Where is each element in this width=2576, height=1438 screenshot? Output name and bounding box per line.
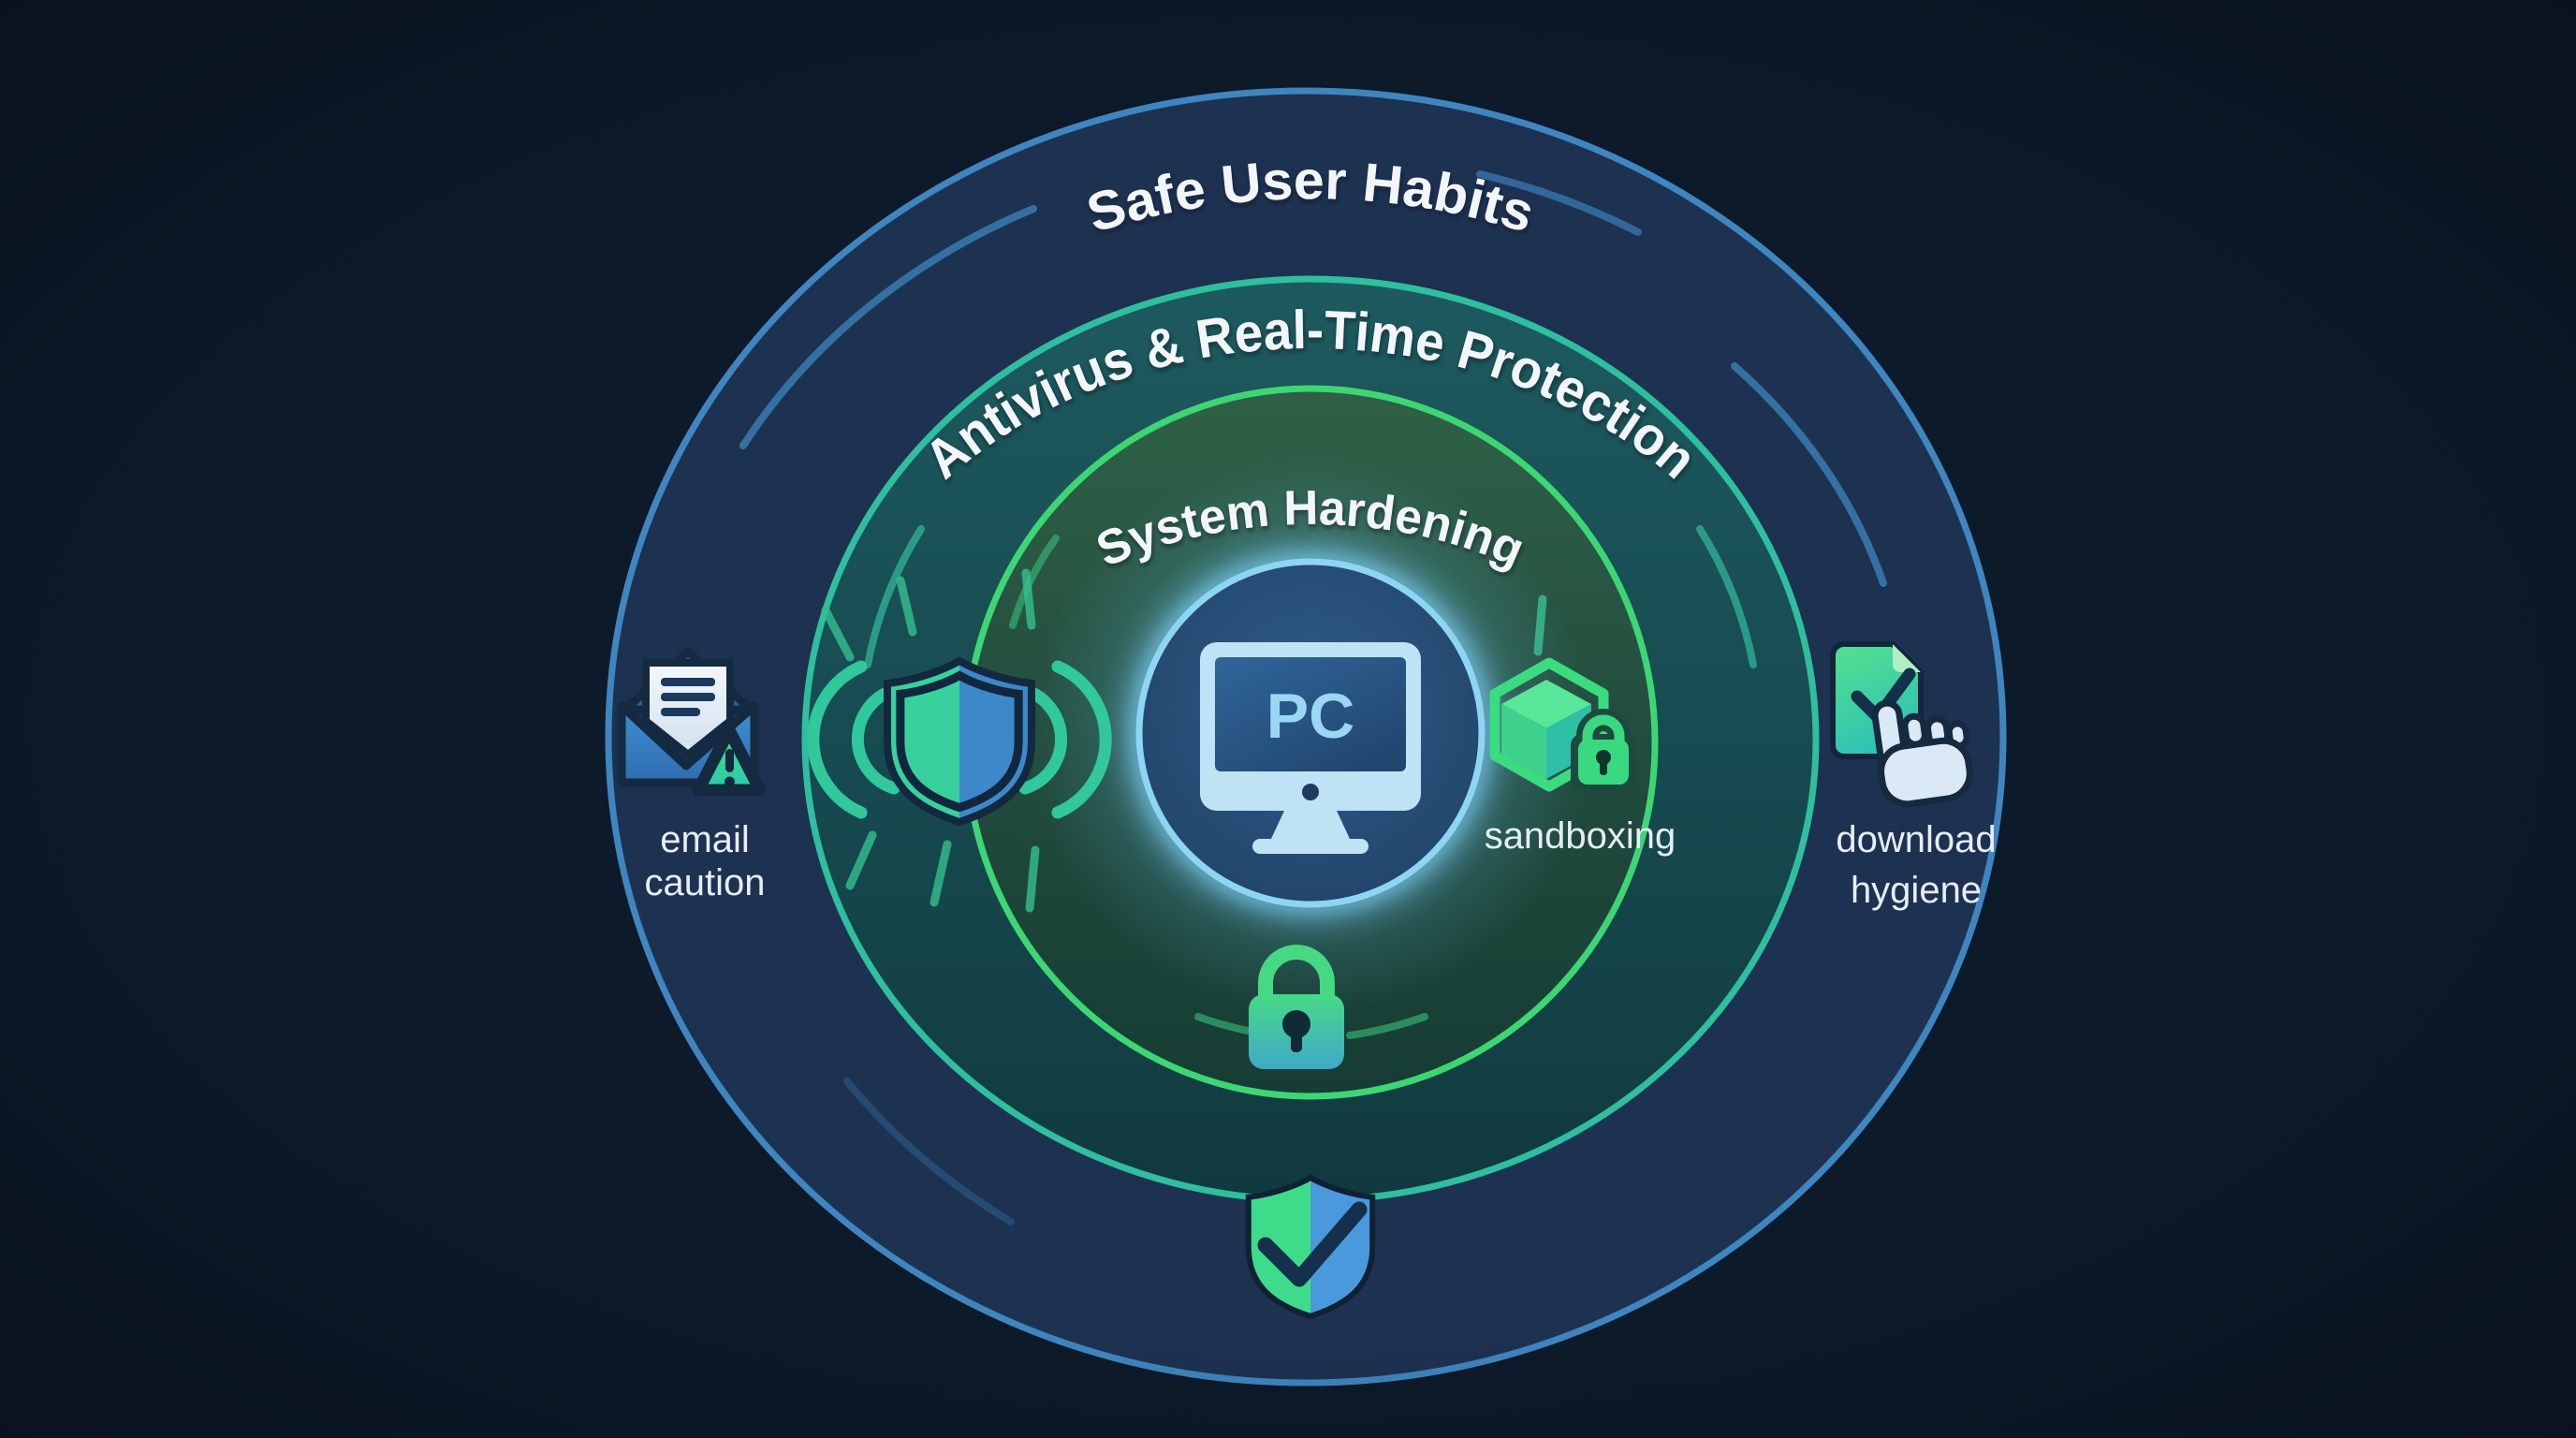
defense-in-depth-diagram: PC Safe User Habits Antivirus & Real-Tim…: [0, 0, 2576, 1438]
infographic-canvas: PC Safe User Habits Antivirus & Real-Tim…: [0, 0, 2576, 1438]
vignette-overlay: [0, 0, 2576, 1438]
